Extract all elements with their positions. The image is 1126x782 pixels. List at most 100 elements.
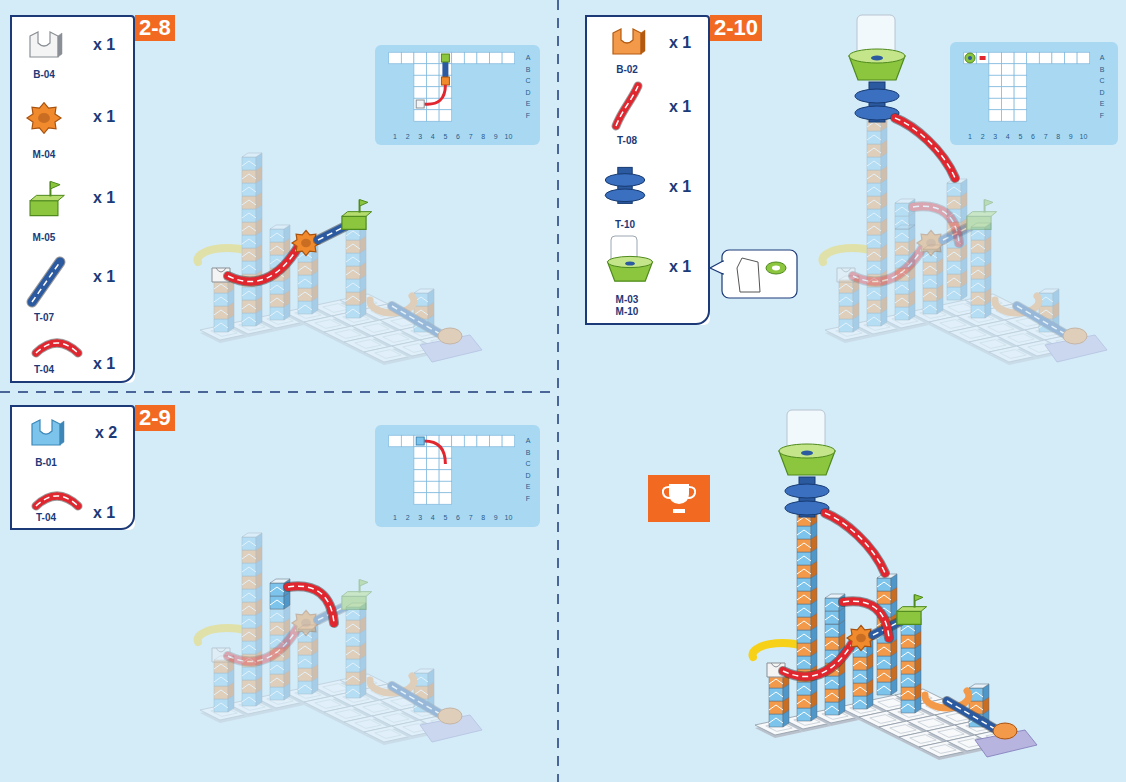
grid-cell: [989, 98, 1002, 110]
pillar-chevron: [797, 517, 811, 522]
grid-cell: [477, 52, 490, 64]
pillar-chevron: [298, 292, 312, 297]
step-parts: [212, 200, 372, 282]
pillar-block: [797, 539, 811, 552]
grid-ground: [375, 45, 540, 145]
pillar-block: [867, 170, 881, 183]
track-piece: [36, 343, 78, 353]
pillar-cap: [414, 669, 434, 673]
grid-coordinate: 7: [1044, 133, 1048, 141]
pillar-chevron: [242, 671, 256, 676]
track-piece: [288, 586, 334, 623]
grid-coordinate: 6: [456, 514, 460, 522]
pillar-chevron: [346, 309, 360, 314]
pillar-chevron: [298, 266, 312, 271]
pillar-block: [346, 279, 360, 292]
part-code: T-07: [34, 312, 54, 324]
grid-coordinate: 1: [393, 514, 397, 522]
grid-cell: [427, 493, 440, 505]
pillar-chevron: [242, 200, 256, 205]
pillar-chevron: [270, 665, 284, 670]
pillar-chevron: [901, 652, 915, 657]
pillar-block: [867, 196, 881, 209]
grid-coordinate: 2: [406, 133, 410, 141]
grid-coordinate: 8: [1056, 133, 1060, 141]
grid-coordinate: B: [1100, 66, 1105, 74]
pillar-chevron: [242, 619, 256, 624]
pillar-chevron: [242, 161, 256, 166]
pillar-block: [242, 680, 256, 693]
pillar-chevron: [867, 213, 881, 218]
pillar-chevron: [242, 580, 256, 585]
grid-cell: [1002, 64, 1015, 76]
part-count: x 1: [669, 178, 691, 196]
pillar-block: [298, 655, 312, 668]
pillar-chevron: [346, 650, 360, 655]
pillar-chevron: [901, 704, 915, 709]
pillar-block: [242, 576, 256, 589]
pillar-chevron: [867, 148, 881, 153]
grid-cell: [490, 435, 503, 447]
panel-fill: [10, 15, 135, 383]
pillar-block: [298, 668, 312, 681]
pillar-chevron: [901, 665, 915, 670]
pillar-chevron: [298, 646, 312, 651]
grid-coordinate: A: [1100, 54, 1105, 62]
pillar-block: [853, 683, 867, 696]
pillar-chevron: [877, 660, 891, 665]
pillar-chevron: [839, 284, 853, 289]
pillar-block: [214, 306, 228, 319]
pillar-chevron: [901, 626, 915, 631]
grid-ground: [950, 42, 1118, 145]
pillar-chevron: [797, 621, 811, 626]
gate-piece: [967, 216, 991, 229]
pillar-chevron: [242, 645, 256, 650]
grid-cell: [439, 470, 452, 482]
pillar-chevron: [346, 244, 360, 249]
grid-cell: [427, 75, 440, 87]
step-parts: [212, 580, 372, 662]
funnel-hole: [625, 262, 635, 266]
pillar-chevron: [242, 252, 256, 257]
pillar-chevron: [895, 285, 909, 290]
parts-icons: [27, 29, 652, 506]
pillar-block: [214, 319, 228, 332]
pillar-chevron: [414, 690, 428, 695]
grid-cell: [1014, 110, 1027, 122]
track-piece: [853, 244, 925, 282]
turntable-hub: [38, 113, 50, 123]
funnel-rim: [849, 49, 905, 63]
pillar-block: [971, 292, 985, 305]
grid-cell: [452, 52, 465, 64]
detail-callout: [710, 250, 797, 298]
pillar-chevron: [797, 582, 811, 587]
block-notch: [771, 663, 781, 667]
pillar-block: [242, 563, 256, 576]
step-parts: [849, 15, 955, 178]
track-outline: [32, 262, 60, 302]
grid-coordinate: B: [526, 66, 531, 74]
step-number: 2-10: [710, 15, 762, 41]
part-count: x 1: [669, 258, 691, 276]
pillar-chevron: [242, 304, 256, 309]
step-parts: [895, 199, 959, 243]
grid-funnel: [965, 53, 975, 63]
pillar-block: [971, 253, 985, 266]
pillar-chevron: [769, 705, 783, 710]
pillar-block: [346, 305, 360, 318]
pillar-chevron: [867, 174, 881, 179]
part-count: x 1: [93, 504, 115, 522]
pillar-chevron: [270, 626, 284, 631]
track-lane: [616, 86, 638, 126]
grid-ground: [375, 425, 540, 527]
funnel-hole: [871, 56, 883, 61]
grid-cell: [1027, 52, 1040, 64]
step-number: 2-9: [135, 405, 175, 431]
grid-coordinate: 5: [443, 133, 447, 141]
pillar-chevron: [270, 298, 284, 303]
grid-cell: [401, 52, 414, 64]
pillar-chevron: [877, 686, 891, 691]
pillar-chevron: [867, 265, 881, 270]
grid-cell: [389, 52, 402, 64]
